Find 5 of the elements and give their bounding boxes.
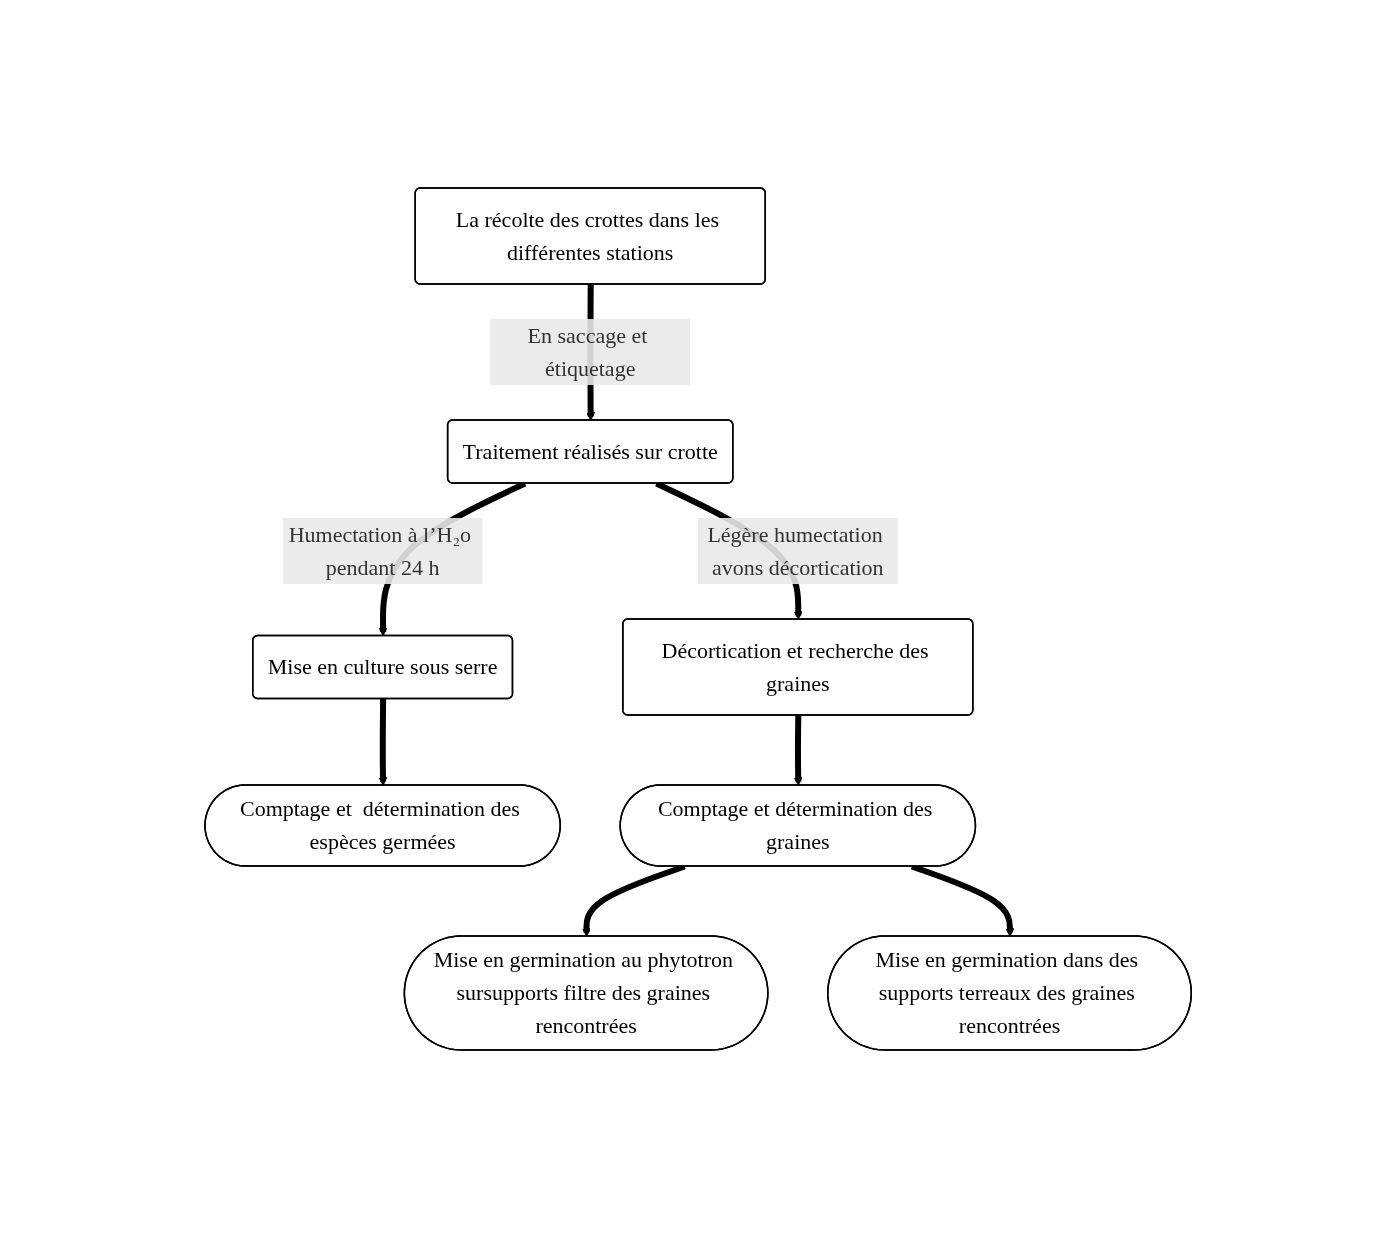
edge-label: En saccage et étiquetage [527, 323, 648, 381]
arrow [794, 715, 803, 786]
edge-label: Légère humectation avons décortication [707, 521, 885, 580]
arrow [378, 698, 388, 786]
edge-label: Humectation à l’H₂o pendant 24 h [289, 521, 472, 580]
